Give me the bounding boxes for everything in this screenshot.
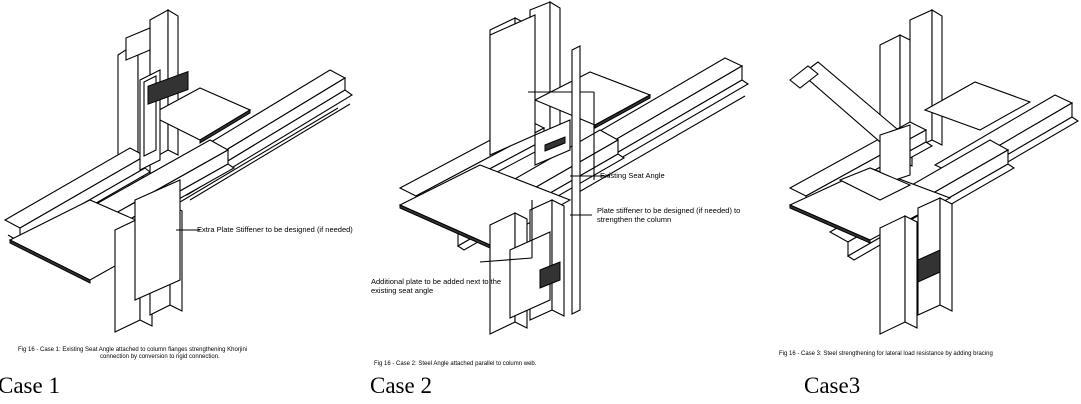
annotation-plate-stiffener: Plate stiffener to be designed (if neede… <box>597 206 767 224</box>
annotation-existing-seat-angle: Existing Seat Angle <box>600 171 665 181</box>
annotation-text: Extra Plate Stiffener to be designed (if… <box>197 225 353 234</box>
additional-plate <box>509 231 551 319</box>
annotation-additional-plate: Additional plate to be added next to the… <box>371 277 506 295</box>
plate-stiffener <box>571 45 581 315</box>
case-label-3: Case3 <box>804 373 861 398</box>
annotation-text: Plate stiffener to be designed (if neede… <box>597 206 741 224</box>
top-plate <box>923 81 1032 131</box>
case-label-2: Case 2 <box>370 373 432 398</box>
case-2-joint-drawing <box>398 1 750 335</box>
lower-column <box>879 197 953 335</box>
caption-line: Fig 16 - Case 3: Steel strengthening for… <box>779 351 993 357</box>
lower-column <box>114 179 183 333</box>
figure-caption-2: Fig 16 - Case 2: Steel Angle attached pa… <box>374 361 536 368</box>
figure-caption-3: Fig 16 - Case 3: Steel strengthening for… <box>779 351 993 358</box>
figure-caption-1: Fig 16 - Case 1: Existing Seat Angle att… <box>18 347 247 361</box>
case-2-panel: Existing Seat Angle Plate stiffener to b… <box>360 0 760 404</box>
case-label-1: Case 1 <box>0 373 60 398</box>
caption-line: Fig 16 - Case 2: Steel Angle attached pa… <box>374 361 537 367</box>
caption-line: connection by conversion to rigid connec… <box>100 354 220 360</box>
upper-plate <box>489 14 536 156</box>
extra-plate-stiffener <box>134 179 181 301</box>
lower-column <box>489 199 565 335</box>
caption-line: Fig 16 - Case 1: Existing Seat Angle att… <box>18 347 248 353</box>
case-1-panel: Extra Plate Stiffener to be designed (if… <box>0 0 360 404</box>
case-3-panel: Fig 16 - Case 3: Steel strengthening for… <box>760 0 1081 404</box>
annotation-extra-plate: Extra Plate Stiffener to be designed (if… <box>197 225 353 235</box>
case-3-joint-drawing <box>788 9 1080 335</box>
gusset-plate <box>879 124 911 186</box>
annotation-text: Existing Seat Angle <box>600 171 665 180</box>
annotation-text: Additional plate to be added next to the… <box>371 277 502 295</box>
case-1-joint-drawing <box>3 9 353 333</box>
